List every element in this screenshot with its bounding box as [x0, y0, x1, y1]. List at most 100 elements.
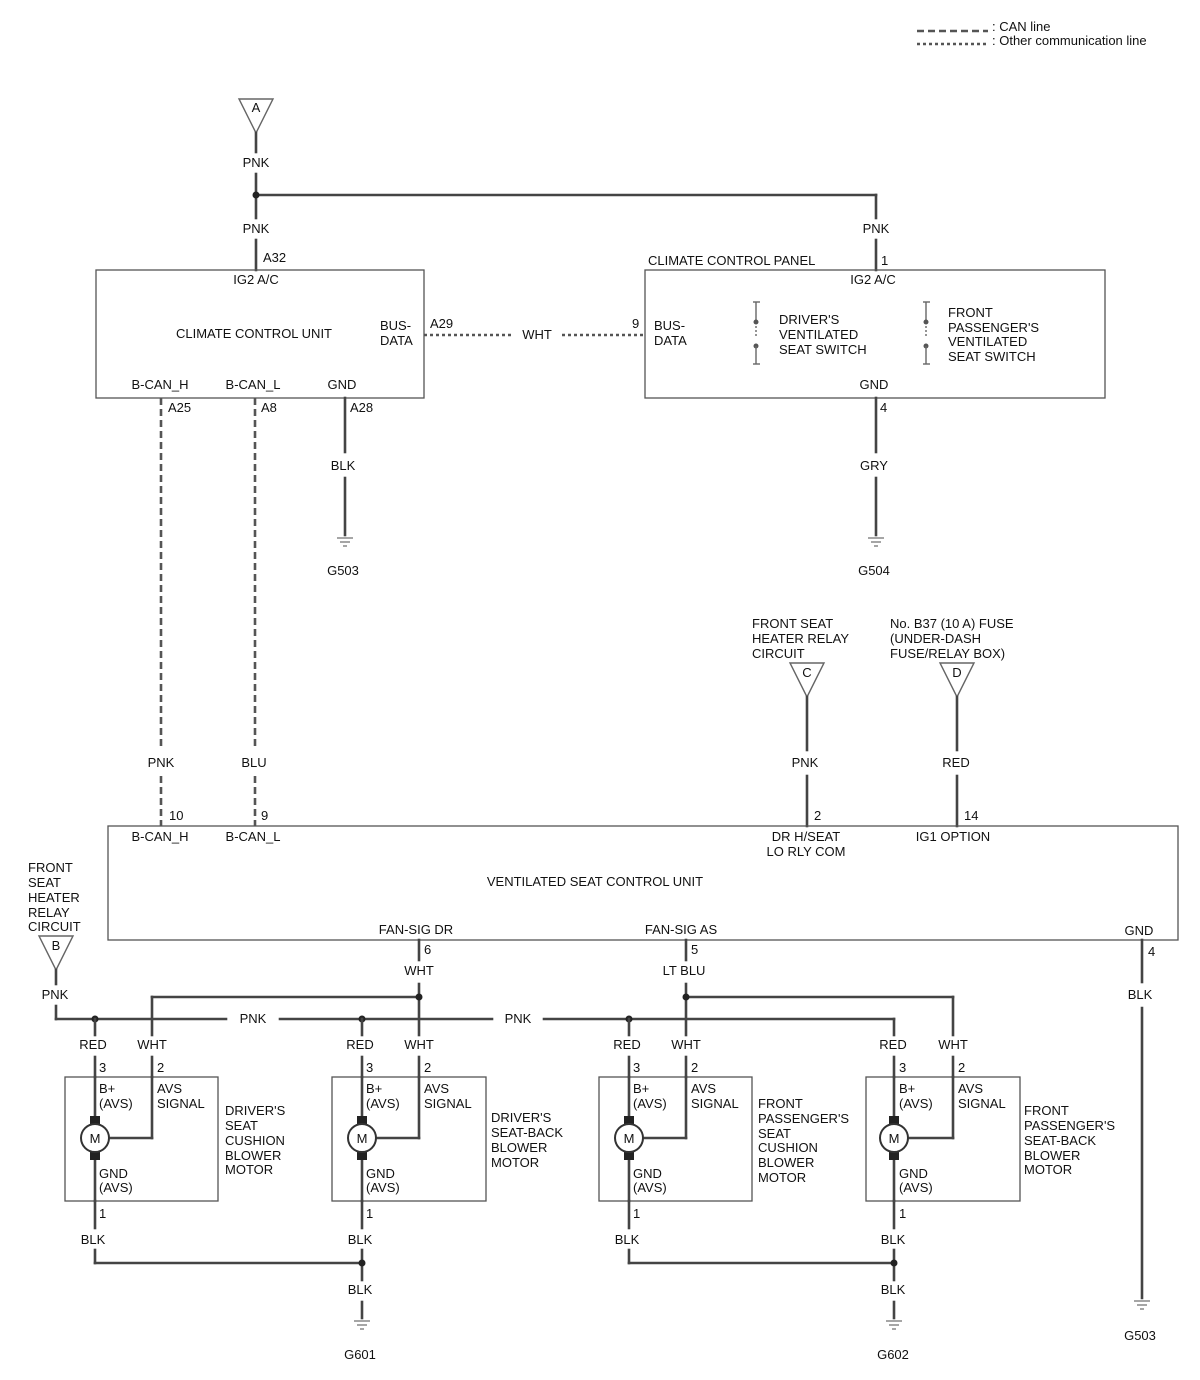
ccp-gnd: GND	[860, 377, 889, 392]
motor-name-5: MOTOR	[225, 1162, 273, 1177]
wire-label-pnk-b: PNK	[42, 987, 69, 1002]
wire-label-wht: WHT	[137, 1037, 167, 1052]
motor-name-6: MOTOR	[758, 1170, 806, 1185]
motor-name-1: FRONT	[1024, 1103, 1069, 1118]
ccu-title: CLIMATE CONTROL UNIT	[176, 326, 332, 341]
motor-avs: AVS	[157, 1081, 182, 1096]
wire-label-pnk-c: PNK	[792, 755, 819, 770]
connector-c-symbol	[788, 662, 826, 699]
ccp-pass-switch-3: VENTILATED	[948, 334, 1027, 349]
ccu-ig2-label: IG2 A/C	[233, 272, 279, 287]
motor-gnd: GND	[633, 1166, 662, 1181]
vscu-bcan-h: B-CAN_H	[131, 829, 188, 844]
motor-avs-bot: (AVS)	[899, 1180, 933, 1195]
wire-label-gry-ccp: GRY	[860, 458, 888, 473]
pin-signal: 2	[424, 1060, 431, 1075]
motor-avs: AVS	[958, 1081, 983, 1096]
motor-avs-bot: (AVS)	[633, 1180, 667, 1195]
motor-m: M	[90, 1131, 101, 1146]
motor-signal: SIGNAL	[157, 1096, 205, 1111]
pin-vscu-10: 10	[169, 808, 183, 823]
relay-circuit-3: CIRCUIT	[752, 646, 805, 661]
pin-ccu-a25: A25	[168, 400, 191, 415]
pin-gnd: 1	[633, 1206, 640, 1221]
wire-label-pnk-bus-2: PNK	[505, 1011, 532, 1026]
motor-name-3: BLOWER	[491, 1140, 547, 1155]
pin-ccu-a29: A29	[430, 316, 453, 331]
wire-label-blk-g602: BLK	[881, 1282, 906, 1297]
motor-box	[865, 1076, 1021, 1202]
motor-name-4: CUSHION	[758, 1140, 818, 1155]
wire-label-ltblu-as: LT BLU	[663, 963, 706, 978]
connector-b-label: B	[52, 938, 61, 953]
ccp-ig2-label: IG2 A/C	[850, 272, 896, 287]
ccu-gnd: GND	[328, 377, 357, 392]
connector-d-label: D	[952, 665, 961, 680]
pin-b-plus: 3	[99, 1060, 106, 1075]
left-relay-3: HEATER	[28, 890, 80, 905]
ccp-pass-switch-2: PASSENGER'S	[948, 320, 1039, 335]
motor-avs: AVS	[424, 1081, 449, 1096]
wire-label-red: RED	[346, 1037, 373, 1052]
ccu-bus-2: DATA	[380, 333, 413, 348]
wire-label-pnk-canh: PNK	[148, 755, 175, 770]
relay-circuit-1: FRONT SEAT	[752, 616, 833, 631]
pin-vscu-4: 4	[1148, 944, 1155, 959]
motor-name-1: FRONT	[758, 1096, 803, 1111]
pin-vscu-5: 5	[691, 942, 698, 957]
vscu-bcan-l: B-CAN_L	[226, 829, 281, 844]
pin-b-plus: 3	[899, 1060, 906, 1075]
pin-signal: 2	[691, 1060, 698, 1075]
wire-label-red: RED	[879, 1037, 906, 1052]
motor-m: M	[357, 1131, 368, 1146]
motor-name-3: SEAT	[758, 1126, 791, 1141]
motor-driver-cushion: RED WHT 3 2 B+ (AVS) AVS SIGNAL M GND (A…	[64, 1017, 286, 1265]
motor-name-1: DRIVER'S	[491, 1110, 552, 1125]
motor-icon	[614, 1123, 644, 1153]
pin-ccp-9: 9	[632, 316, 639, 331]
motor-gnd: GND	[899, 1166, 928, 1181]
pin-b-plus: 3	[633, 1060, 640, 1075]
wire-label-red: RED	[79, 1037, 106, 1052]
wire-label-wht: WHT	[671, 1037, 701, 1052]
driver-switch-icon	[753, 301, 760, 365]
pin-gnd: 1	[99, 1206, 106, 1221]
splice	[682, 993, 690, 1001]
motor-avs-top: (AVS)	[366, 1096, 400, 1111]
pin-ccu-a32: A32	[263, 250, 286, 265]
ventilated-seat-control-unit-box	[107, 825, 1179, 941]
legend-can-label: : CAN line	[992, 19, 1051, 34]
connector-c-label: C	[802, 665, 811, 680]
wire-label-red: RED	[613, 1037, 640, 1052]
ccp-pass-switch-4: SEAT SWITCH	[948, 349, 1036, 364]
wire-label-red-d: RED	[942, 755, 969, 770]
pin-ccu-a28: A28	[350, 400, 373, 415]
motor-box	[598, 1076, 753, 1202]
motor-gnd: GND	[366, 1166, 395, 1181]
motor-passenger-cushion: RED WHT 3 2 B+ (AVS) AVS SIGNAL M GND (A…	[598, 1017, 849, 1265]
climate-control-unit: IG2 A/C CLIMATE CONTROL UNIT BUS- DATA B…	[95, 269, 425, 399]
motor-b-plus: B+	[899, 1081, 915, 1096]
motor-icon	[879, 1123, 909, 1153]
passenger-switch-icon	[923, 301, 930, 365]
vscu-title: VENTILATED SEAT CONTROL UNIT	[487, 874, 703, 889]
motor-avs-top: (AVS)	[899, 1096, 933, 1111]
left-relay-4: RELAY	[28, 905, 70, 920]
wire-label-blk: BLK	[348, 1232, 373, 1247]
vscu-drh-2: LO RLY COM	[767, 844, 846, 859]
motor-avs-bot: (AVS)	[366, 1180, 400, 1195]
left-relay-2: SEAT	[28, 875, 61, 890]
wire-label-blk-vscu: BLK	[1128, 987, 1153, 1002]
left-relay-1: FRONT	[28, 860, 73, 875]
left-relay-5: CIRCUIT	[28, 919, 81, 934]
pin-vscu-9: 9	[261, 808, 268, 823]
motor-name-4: BLOWER	[225, 1148, 281, 1163]
pin-ccp-4: 4	[880, 400, 887, 415]
motor-signal: SIGNAL	[958, 1096, 1006, 1111]
fuse-label-1: No. B37 (10 A) FUSE	[890, 616, 1014, 631]
motor-avs-bot: (AVS)	[99, 1180, 133, 1195]
motor-m: M	[624, 1131, 635, 1146]
pin-ccp-1: 1	[881, 253, 888, 268]
splice	[890, 1259, 898, 1267]
legend-other-label: : Other communication line	[992, 33, 1147, 48]
